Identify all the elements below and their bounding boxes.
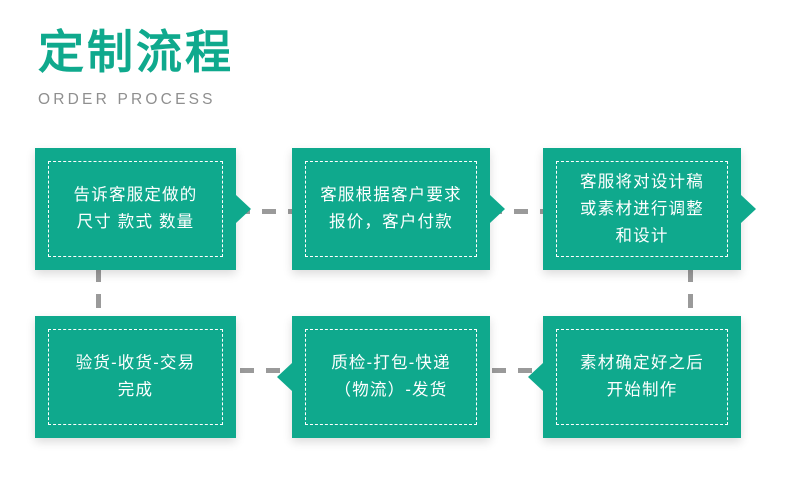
- connector-step6-step1: [96, 268, 101, 320]
- connector-step4-step5: [492, 368, 552, 373]
- step-4-arrow-left-icon: [528, 363, 543, 391]
- page-subtitle: ORDER PROCESS: [38, 90, 216, 108]
- connector-step1-step2: [236, 209, 298, 214]
- step-4-label: 素材确定好之后 开始制作: [580, 354, 704, 399]
- diagram-header: 定制流程 ORDER PROCESS: [38, 26, 234, 109]
- step-6-label: 验货-收货-交易 完成: [75, 354, 196, 399]
- step-3-label: 客服将对设计稿 或素材进行调整 和设计: [580, 172, 704, 245]
- page-title: 定制流程: [38, 26, 234, 78]
- connector-step5-step6: [240, 368, 300, 373]
- process-step-4[interactable]: 素材确定好之后 开始制作: [528, 316, 741, 438]
- step-3-arrow-right-icon: [741, 195, 756, 223]
- process-step-2[interactable]: 客服根据客户要求 报价，客户付款: [292, 148, 505, 270]
- step-1-arrow-right-icon: [236, 195, 251, 223]
- connector-step2-step3: [488, 209, 550, 214]
- process-step-5[interactable]: 质检-打包-快递 （物流）-发货: [277, 316, 490, 438]
- step-1-dashed-frame: [48, 161, 223, 257]
- step-2-label: 客服根据客户要求 报价，客户付款: [320, 186, 462, 231]
- process-step-1[interactable]: 告诉客服定做的 尺寸 款式 数量: [35, 148, 251, 270]
- step-3-dashed-frame: [556, 161, 728, 257]
- process-step-6[interactable]: 验货-收货-交易 完成: [35, 316, 236, 438]
- step-2-dashed-frame: [305, 161, 477, 257]
- connector-step3-step4: [688, 268, 693, 320]
- step-6-dashed-frame: [48, 329, 223, 425]
- step-5-label: 质检-打包-快递 （物流）-发货: [331, 354, 451, 399]
- step-4-dashed-frame: [556, 329, 728, 425]
- process-step-3[interactable]: 客服将对设计稿 或素材进行调整 和设计: [543, 148, 756, 270]
- step-5-dashed-frame: [305, 329, 477, 425]
- step-2-arrow-right-icon: [490, 195, 505, 223]
- step-5-arrow-left-icon: [277, 363, 292, 391]
- step-1-label: 告诉客服定做的 尺寸 款式 数量: [73, 186, 198, 231]
